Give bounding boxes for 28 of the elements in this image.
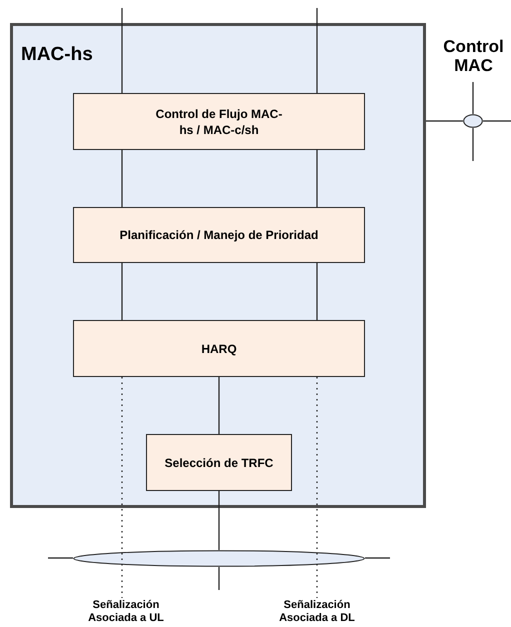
connector-line (218, 567, 220, 590)
connector-line (483, 120, 511, 122)
connector-line (121, 150, 123, 207)
ellipse-shape (463, 114, 483, 128)
dotted-line (316, 377, 318, 598)
text-label: Control MAC (436, 30, 511, 82)
connector-line (48, 557, 73, 559)
connector-line (218, 491, 220, 550)
process-box: Selección de TRFC (146, 434, 292, 491)
connector-line (316, 8, 318, 93)
group-title: MAC-hs (21, 44, 93, 66)
connector-line (472, 82, 474, 114)
connector-line (121, 263, 123, 320)
connector-line (316, 150, 318, 207)
process-box: Control de Flujo MAC-hs / MAC-c/sh (73, 93, 365, 150)
text-label: Señalización Asociada a DL (257, 598, 377, 626)
connector-line (121, 8, 123, 93)
connector-line (218, 377, 220, 434)
ellipse-shape (73, 550, 365, 567)
dotted-line (121, 377, 123, 598)
connector-line (472, 128, 474, 161)
text-label: Señalización Asociada a UL (66, 598, 186, 626)
process-box: HARQ (73, 320, 365, 377)
connector-line (426, 120, 463, 122)
process-box: Planificación / Manejo de Prioridad (73, 207, 365, 263)
container-box (10, 23, 426, 508)
connector-line (316, 263, 318, 320)
connector-line (365, 557, 390, 559)
